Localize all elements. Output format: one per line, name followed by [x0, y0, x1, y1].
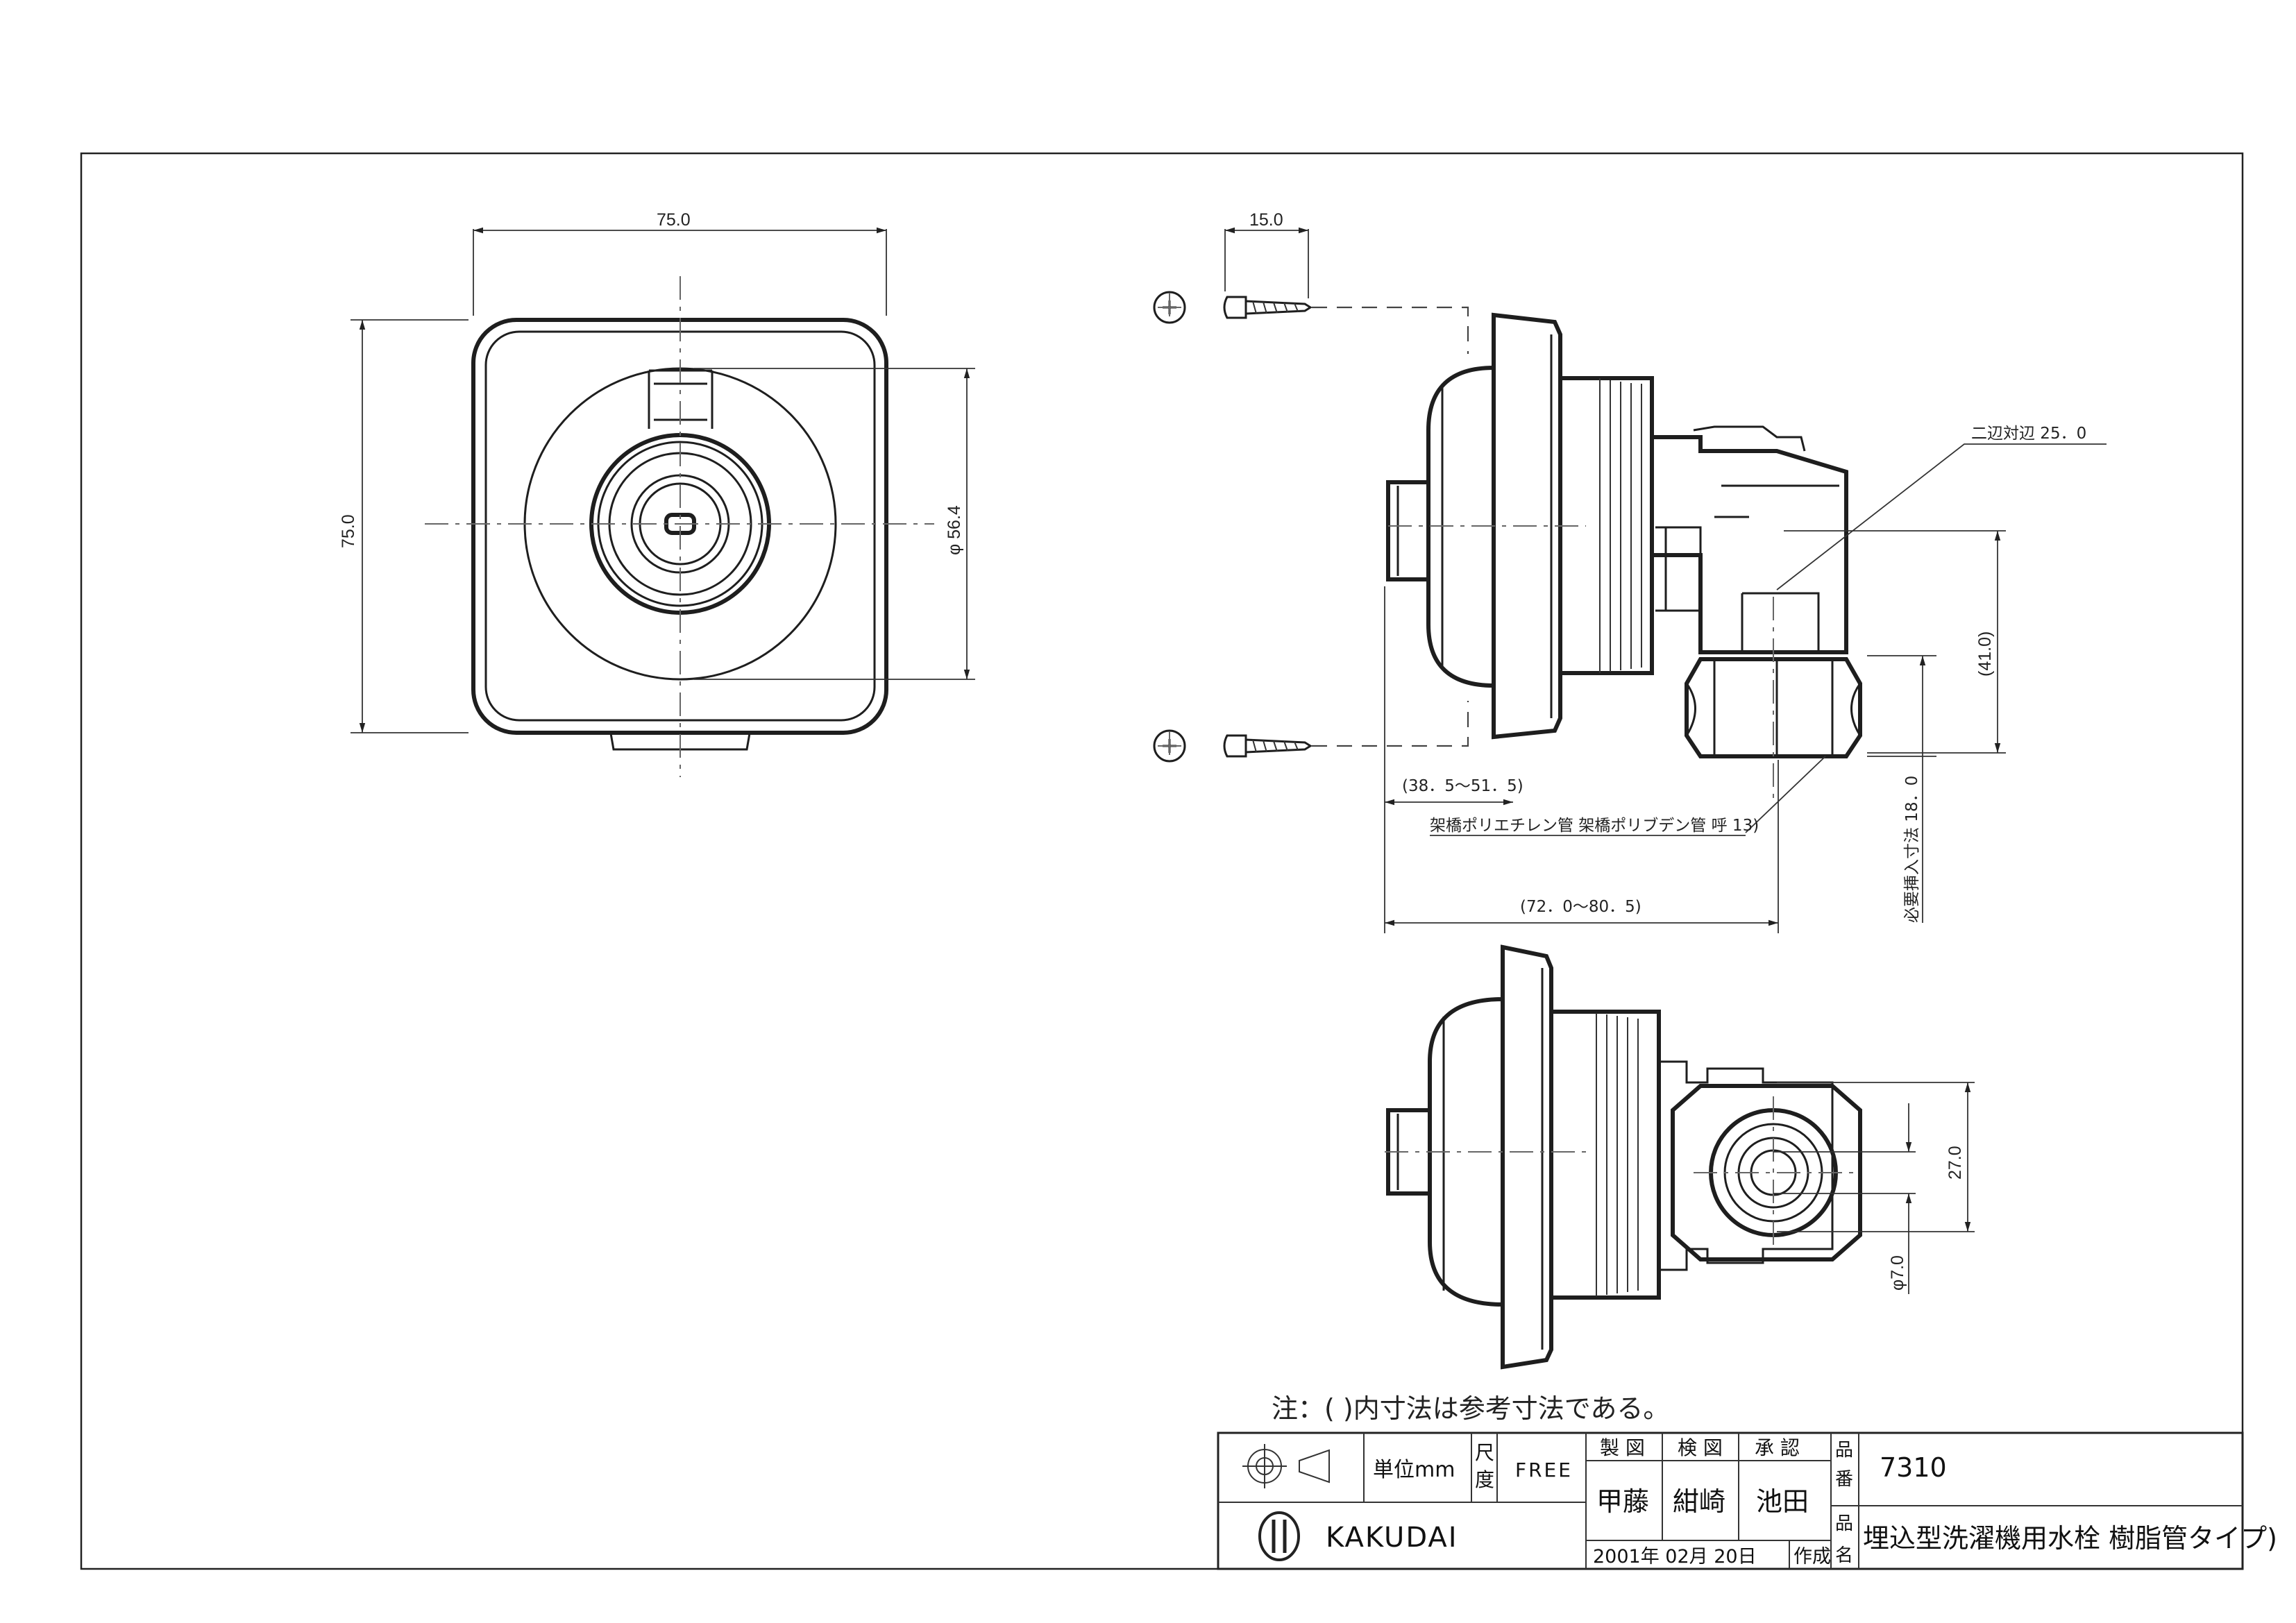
scale-label-1: 尺 — [1475, 1441, 1494, 1464]
part-no: 7310 — [1880, 1452, 1947, 1483]
created-label: 作成 — [1793, 1546, 1831, 1567]
dim-insert-range: (38．5～51．5) — [1402, 777, 1523, 795]
part-no-label-2: 番 — [1835, 1469, 1853, 1490]
date: 2001年 02月 20日 — [1593, 1546, 1757, 1567]
title-block: KAKUDAI 単位mm 尺 度 FREE 製 図 検 図 承 認 甲藤 紺崎 … — [1217, 1431, 2277, 1570]
part-name-label-2: 名 — [1835, 1545, 1853, 1566]
part-name: 埋込型洗濯機用水栓 樹脂管タイプ) — [1863, 1523, 2277, 1554]
dim-required-insert: 必要挿入寸法 18．0 — [1903, 776, 1921, 923]
dim-screw-length: 15.0 — [1249, 210, 1283, 230]
company-name: KAKUDAI — [1326, 1522, 1458, 1554]
part-no-label-1: 品 — [1835, 1440, 1853, 1461]
scale-value: FREE — [1515, 1459, 1573, 1481]
part-name-label-1: 品 — [1835, 1513, 1853, 1534]
made-by: 甲藤 — [1596, 1486, 1649, 1517]
bottom-view: 27.0 φ7.0 — [1385, 944, 1975, 1370]
dim-front-width: 75.0 — [657, 210, 691, 230]
reference-note: 注：( )内寸法は参考寸法である。 — [1272, 1393, 1669, 1424]
made-label: 製 図 — [1600, 1436, 1645, 1459]
pipe-note: 架橋ポリエチレン管 架橋ポリブデン管 呼 13) — [1430, 817, 1759, 835]
side-view: 15.0 二辺対辺 25．0 (41.0) (38．5～51．5) 架橋ポリエチ… — [1153, 210, 2107, 933]
kakudai-logo-icon — [1258, 1511, 1300, 1561]
dim-side-offset: (41.0) — [1975, 631, 1995, 677]
scale-label-2: 度 — [1475, 1468, 1494, 1491]
dim-overall-range: (72．0～80．5) — [1520, 898, 1641, 916]
dim-across-flats: 二辺対辺 25．0 — [1971, 425, 2086, 443]
checked-label: 検 図 — [1678, 1436, 1723, 1459]
approved-by: 池田 — [1756, 1486, 1809, 1517]
third-angle-projection-icon — [1242, 1444, 1330, 1488]
front-view: 75.0 75.0 φ 56.4 — [339, 210, 975, 777]
unit-label: 単位mm — [1373, 1458, 1455, 1482]
checked-by: 紺崎 — [1673, 1486, 1725, 1517]
dim-bottom-height: 27.0 — [1945, 1146, 1965, 1180]
dim-front-dia: φ 56.4 — [945, 505, 964, 555]
sheet-border — [80, 152, 2244, 1570]
dim-bottom-dia: φ7.0 — [1888, 1255, 1907, 1291]
dim-front-height: 75.0 — [339, 514, 358, 548]
approved-label: 承 認 — [1755, 1436, 1800, 1459]
